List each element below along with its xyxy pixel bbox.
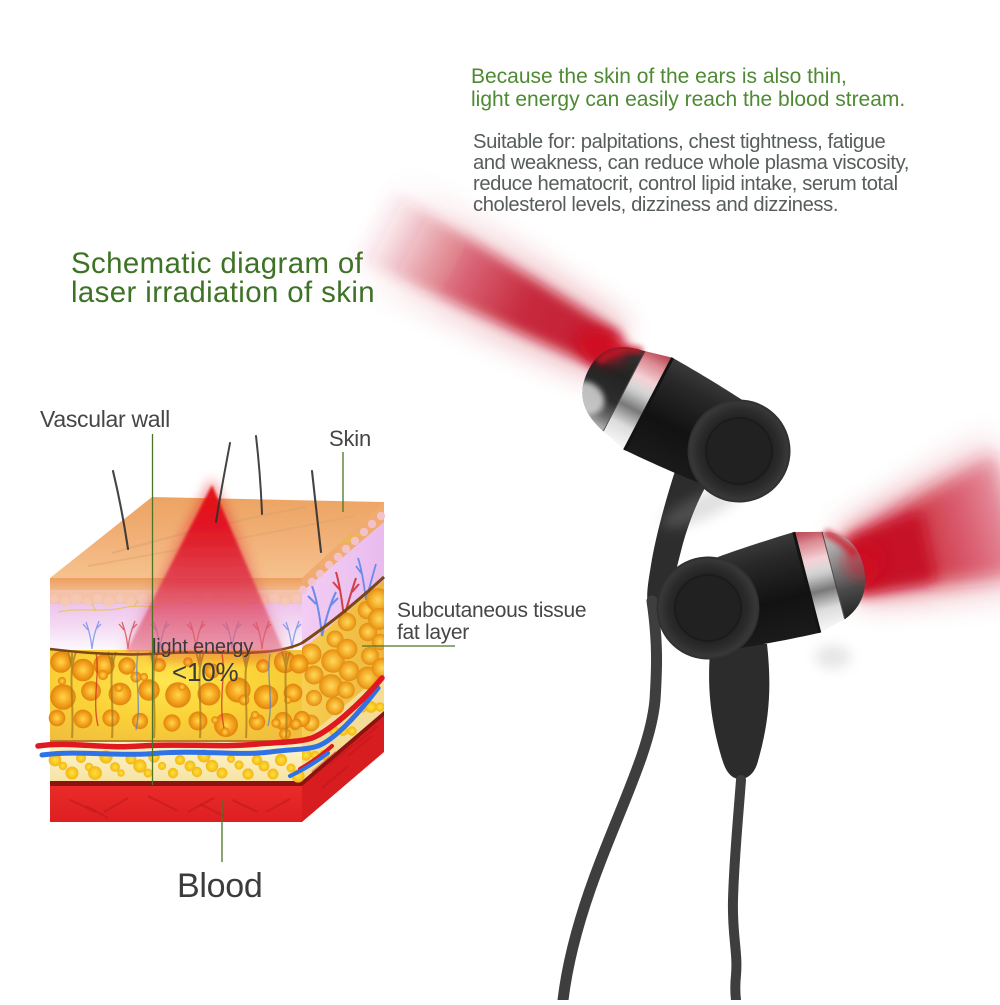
svg-text:Subcutaneous tissue: Subcutaneous tissue	[397, 599, 586, 622]
svg-text:Vascular wall: Vascular wall	[40, 406, 170, 432]
svg-text:light energy: light energy	[152, 636, 253, 658]
svg-text:fat layer: fat layer	[397, 621, 469, 644]
svg-text:<10%: <10%	[172, 657, 239, 687]
svg-text:Blood: Blood	[177, 867, 262, 905]
svg-text:Skin: Skin	[329, 426, 371, 451]
